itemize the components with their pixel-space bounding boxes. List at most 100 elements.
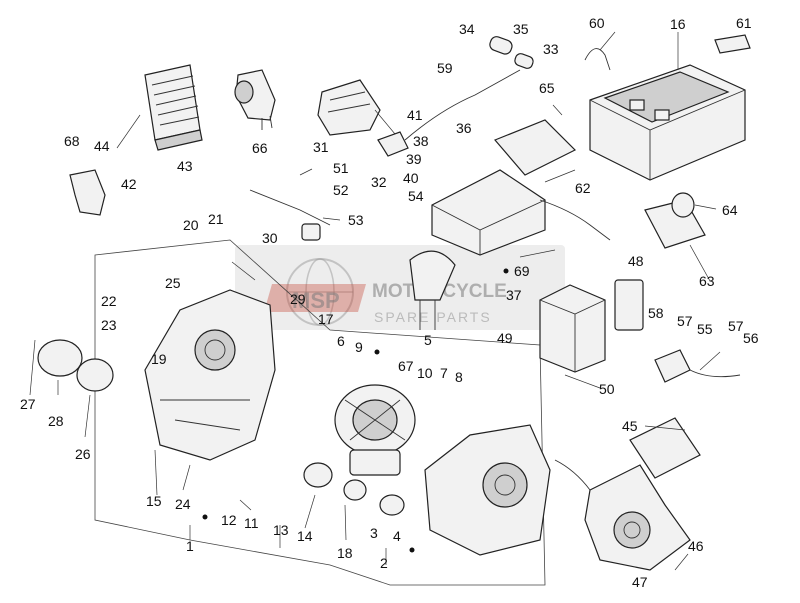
callout-23: 23: [101, 317, 117, 333]
callout-33: 33: [543, 41, 559, 57]
drive-assembly-part: [334, 384, 416, 476]
callout-10: 10: [417, 365, 433, 381]
callout-44: 44: [94, 138, 110, 154]
callout-50: 50: [599, 381, 615, 397]
bumper-part: [671, 192, 695, 218]
loom-connector-part: [301, 223, 321, 241]
leader-lines: [29, 31, 721, 571]
callout-19: 19: [151, 351, 167, 367]
callout-45: 45: [622, 418, 638, 434]
callout-57a: 57: [677, 313, 693, 329]
callout-32: 32: [371, 174, 387, 190]
callout-59: 59: [437, 60, 453, 76]
callout-26: 26: [75, 446, 91, 462]
callout-52: 52: [333, 182, 349, 198]
callout-65: 65: [539, 80, 555, 96]
callout-38: 38: [413, 133, 429, 149]
fuse-holder-part: [489, 36, 513, 55]
battery-clamp-part: [714, 34, 751, 54]
callout-67: 67: [398, 358, 414, 374]
battery-pad-part: [493, 119, 577, 176]
callout-4: 4: [393, 528, 401, 544]
callout-43: 43: [177, 158, 193, 174]
callout-56: 56: [743, 330, 759, 346]
callout-13: 13: [273, 522, 289, 538]
callout-66: 66: [252, 140, 268, 156]
housing-left-part: [144, 289, 276, 461]
callout-28: 28: [48, 413, 64, 429]
callout-47: 47: [632, 574, 648, 590]
callout-60: 60: [589, 15, 605, 31]
callout-64: 64: [722, 202, 738, 218]
callout-24: 24: [175, 496, 191, 512]
callout-22: 22: [101, 293, 117, 309]
callout-31: 31: [313, 139, 329, 155]
ecu-part: [431, 169, 611, 256]
callout-34: 34: [459, 21, 475, 37]
sensor-wire: [689, 369, 741, 378]
reference-dots: [202, 268, 509, 553]
bracket-part: [69, 169, 106, 216]
callout-53: 53: [348, 212, 364, 228]
callout-29: 29: [290, 291, 306, 307]
callout-63: 63: [699, 273, 715, 289]
callout-5: 5: [424, 332, 432, 348]
control-unit-part: [539, 284, 606, 373]
fuse-box-part: [614, 279, 644, 331]
callout-1: 1: [186, 538, 194, 554]
callout-58: 58: [648, 305, 664, 321]
callout-54: 54: [408, 188, 424, 204]
callout-18: 18: [337, 545, 353, 561]
battery-part: [589, 64, 746, 181]
fuse-part: [514, 53, 534, 69]
bulb-part: [409, 250, 456, 330]
callout-14: 14: [297, 528, 313, 544]
callout-35: 35: [513, 21, 529, 37]
callout-62: 62: [575, 180, 591, 196]
callout-25: 25: [165, 275, 181, 291]
starter-motor-part: [554, 417, 701, 571]
callout-68: 68: [64, 133, 80, 149]
assembly-frame: [94, 239, 546, 586]
callout-16: 16: [670, 16, 686, 32]
callout-55: 55: [697, 321, 713, 337]
battery-strap-part: [584, 48, 611, 71]
gear-part: [343, 479, 367, 501]
callout-42: 42: [121, 176, 137, 192]
callout-20: 20: [183, 217, 199, 233]
callout-17: 17: [318, 311, 334, 327]
hv-wire: [404, 69, 521, 141]
callout-57b: 57: [728, 318, 744, 334]
watermark-logo: MSP: [292, 288, 340, 313]
o-ring-part: [303, 462, 333, 488]
connector-part: [234, 69, 276, 130]
callout-27: 27: [20, 396, 36, 412]
relay-block-part: [144, 64, 203, 151]
callout-labels: 1 2 3 4 5 6 7 8 9 10 11 12 13 14 15 16 1…: [20, 15, 759, 590]
callout-49: 49: [497, 330, 513, 346]
callout-39: 39: [406, 151, 422, 167]
bearing-part: [379, 494, 405, 516]
callout-40: 40: [403, 170, 419, 186]
callout-51: 51: [333, 160, 349, 176]
callout-30: 30: [262, 230, 278, 246]
callout-41: 41: [407, 107, 423, 123]
callout-11: 11: [244, 515, 259, 531]
callout-3: 3: [370, 525, 378, 541]
callout-61: 61: [736, 15, 752, 31]
callout-69: 69: [514, 263, 530, 279]
callout-8: 8: [455, 369, 463, 385]
callout-12: 12: [221, 512, 237, 528]
callout-2: 2: [380, 555, 388, 571]
watermark-line2: SPARE PARTS: [374, 309, 492, 325]
callout-21: 21: [208, 211, 224, 227]
coil-part: [317, 79, 401, 141]
sensor-part: [654, 349, 691, 383]
plug-cap-part: [377, 131, 409, 157]
housing-right-part: [424, 424, 551, 556]
callout-9: 9: [355, 339, 363, 355]
callout-48: 48: [628, 253, 644, 269]
callout-37: 37: [506, 287, 522, 303]
wiring-loom: [249, 189, 331, 226]
